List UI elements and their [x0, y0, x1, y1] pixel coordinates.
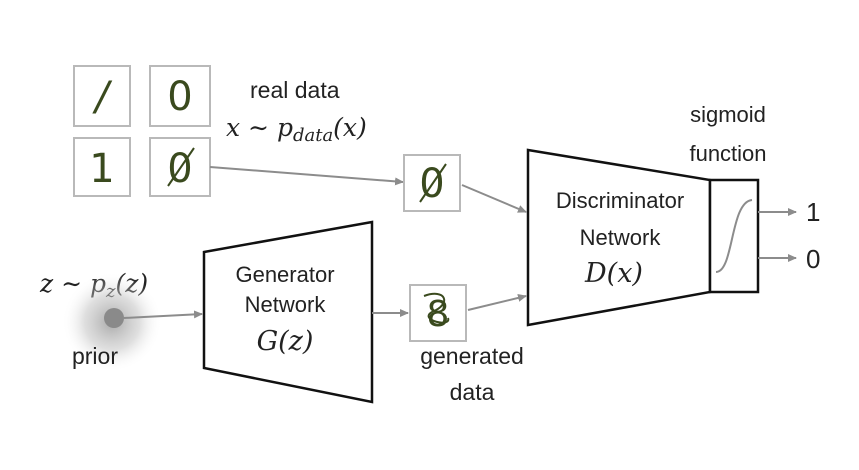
real-data-formula: x ∼ pdata(x): [226, 113, 367, 146]
sigmoid-box: [708, 178, 760, 294]
generated-label-line2: data: [450, 379, 495, 405]
generated-sample-box: [409, 284, 467, 342]
discriminator-label-line1: Discriminator: [556, 188, 684, 213]
generated-sample-scribble: [423, 293, 450, 324]
generator-label-line1: Generator: [235, 262, 334, 287]
digit-box-2: [149, 65, 211, 127]
real-sample-box: [403, 154, 461, 212]
prior-sample-dot: [104, 308, 124, 328]
prior-label: prior: [72, 343, 118, 369]
real-to-discriminator-arrow: [461, 184, 527, 213]
generated-to-discriminator-arrow: [467, 293, 527, 311]
output-zero-label: 0: [806, 244, 820, 274]
output-one-label: 1: [806, 197, 820, 227]
sigmoid-label-line1: sigmoid: [690, 102, 766, 127]
real-data-label: real data: [250, 77, 340, 103]
digit-box-1: [73, 65, 131, 127]
real-data-grid: / 0 1 0: [73, 65, 211, 197]
digit-3: 1: [89, 146, 114, 192]
discriminator-formula: D(x): [584, 258, 643, 289]
digit-2: 0: [167, 74, 192, 120]
real-sample-slash: [419, 163, 447, 203]
sigmoid-curve-icon: [715, 199, 753, 273]
digit-4-slash: [167, 147, 195, 187]
sigmoid-label-line2: function: [689, 141, 766, 166]
generator-label-line2: Network: [245, 292, 327, 317]
generator-formula: G(z): [257, 326, 314, 357]
generator-network-shape: [202, 220, 374, 404]
digit-box-3: [73, 137, 131, 197]
prior-to-generator-arrow: [123, 310, 203, 319]
discriminator-label-line2: Network: [580, 225, 662, 250]
digit-1: /: [92, 74, 113, 120]
generated-label-line1: generated: [420, 343, 524, 369]
real-data-arrow: [209, 166, 404, 186]
